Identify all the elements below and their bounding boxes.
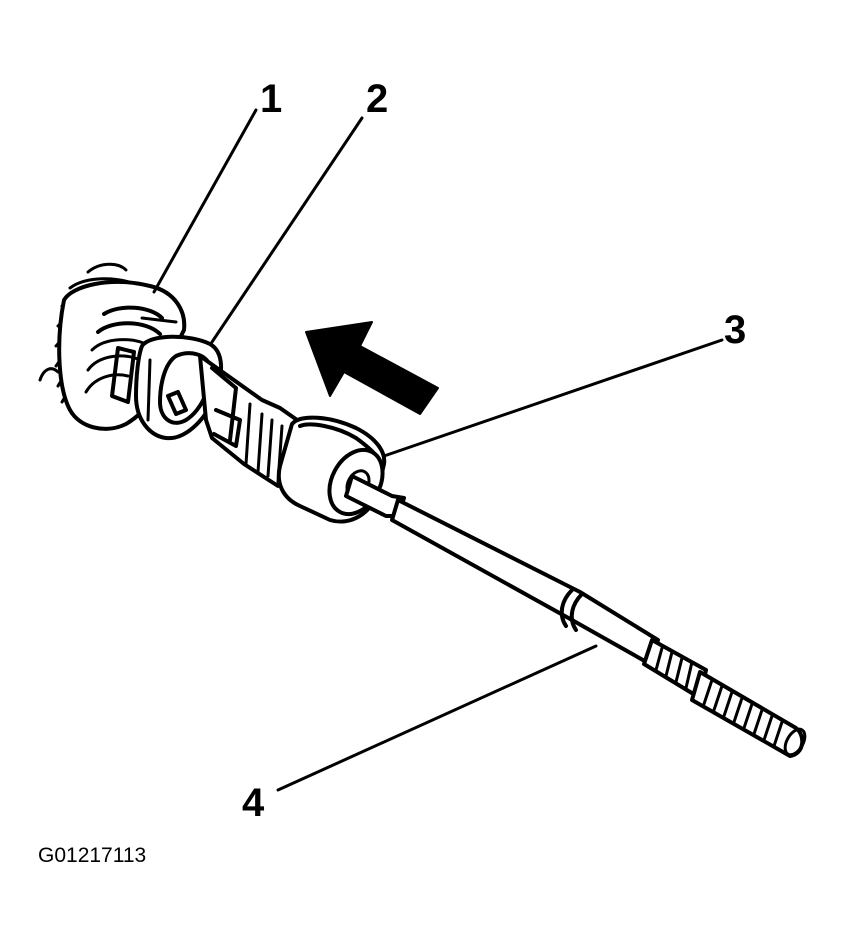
- figure-id: G01217113: [38, 844, 146, 867]
- leader-line-1: [152, 108, 258, 294]
- leader-line-3: [382, 338, 724, 458]
- installer-shaft: [344, 474, 807, 758]
- callout-4: 4: [242, 781, 265, 825]
- callout-3: 3: [724, 308, 746, 352]
- callout-1: 1: [260, 77, 282, 121]
- spool-body: [198, 354, 302, 488]
- leader-lines: [152, 108, 724, 792]
- leader-line-4: [276, 644, 598, 792]
- callout-2: 2: [366, 77, 388, 121]
- leader-line-2: [210, 116, 364, 344]
- arrow-up-left-icon: [305, 321, 439, 415]
